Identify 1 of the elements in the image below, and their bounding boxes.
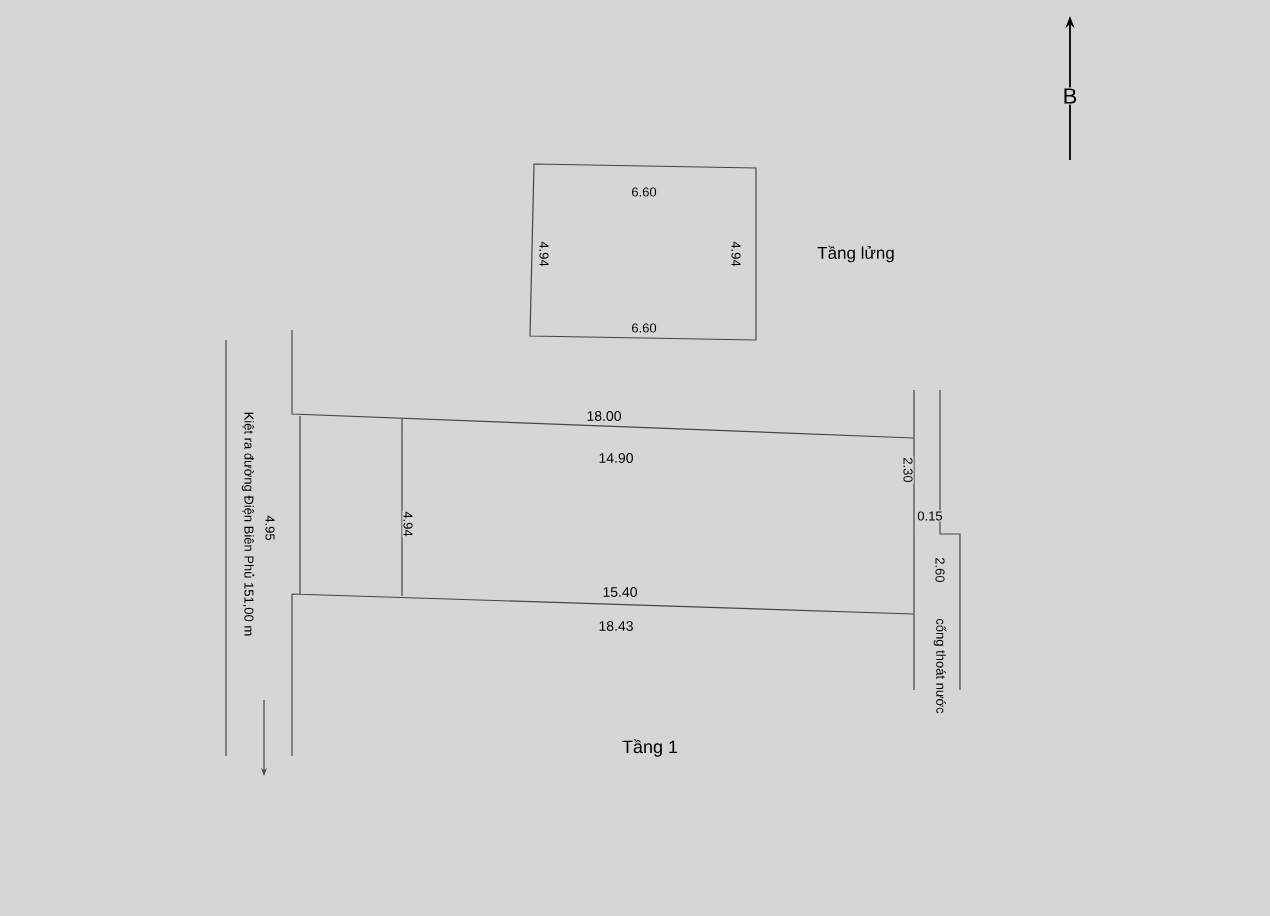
floor-label: Tầng 1 bbox=[621, 738, 680, 758]
